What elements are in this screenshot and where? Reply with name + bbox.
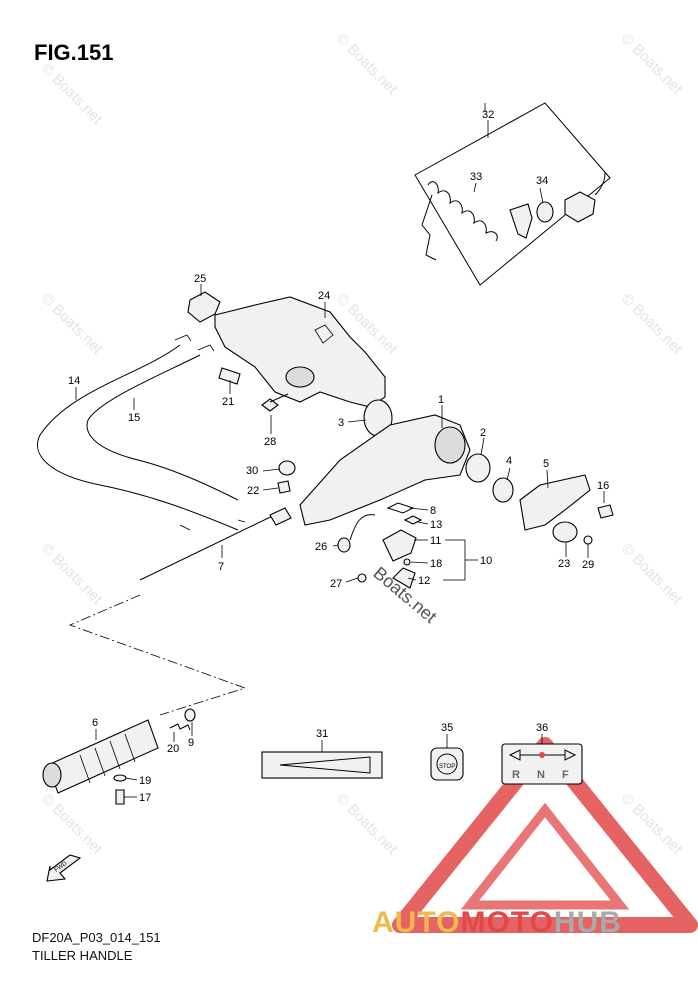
cap-9 — [184, 708, 196, 722]
tiller-bracket-24 — [214, 296, 386, 408]
figure-code: DF20A_P03_014_151 — [32, 930, 161, 945]
callout-29: 29 — [582, 559, 594, 571]
callout-25: 25 — [194, 273, 206, 285]
bracket-25 — [187, 291, 221, 323]
bushing-4 — [492, 477, 514, 503]
callout-4: 4 — [506, 455, 512, 467]
callout-16: 16 — [597, 480, 609, 492]
callout-27: 27 — [330, 578, 342, 590]
callout-28: 28 — [264, 436, 276, 448]
callout-36: 36 — [536, 722, 548, 734]
screw-29 — [583, 535, 593, 545]
pin-21 — [218, 367, 241, 385]
callout-17: 17 — [139, 792, 151, 804]
brand-logo-triangle — [392, 737, 698, 933]
plug-30 — [278, 460, 296, 476]
lanyard-coil-33 — [421, 181, 533, 261]
screw-27 — [357, 573, 367, 583]
throttle-cables — [37, 334, 246, 531]
callout-34: 34 — [536, 175, 548, 187]
shift-letter-n: N — [537, 769, 545, 781]
tiller-arm-1 — [299, 414, 471, 526]
screw-18 — [403, 558, 411, 566]
clip-22 — [277, 480, 291, 494]
callout-11: 11 — [430, 535, 441, 547]
washer-19 — [113, 774, 127, 782]
callout-21: 21 — [222, 396, 234, 408]
throttle-shaft-7 — [139, 507, 292, 581]
callout-32: 32 — [482, 109, 494, 121]
cam-23 — [552, 521, 578, 543]
callout-9: 9 — [188, 737, 194, 749]
callout-20: 20 — [167, 743, 179, 755]
callout-8: 8 — [430, 505, 436, 517]
callout-30: 30 — [246, 465, 258, 477]
screw-17 — [115, 789, 125, 805]
brand-part-moto: MOTO — [460, 906, 554, 939]
throttle-grip-6 — [42, 719, 159, 794]
grommet-26 — [337, 514, 376, 553]
callout-18: 18 — [430, 558, 442, 570]
washer-2 — [465, 453, 491, 483]
stop-text: STOP — [439, 764, 455, 770]
brand-part-hub: HUB — [553, 906, 622, 939]
spring-8 — [386, 502, 415, 514]
callout-labels: 32 33 34 25 24 14 15 21 28 3 1 2 4 5 16 … — [68, 109, 609, 804]
callout-26: 26 — [315, 541, 327, 553]
brand-part-auto: AUTO — [372, 906, 461, 939]
callout-3: 3 — [338, 417, 344, 429]
figure-title: FIG.151 — [34, 40, 114, 65]
assembly-leader — [68, 594, 247, 716]
switch-12 — [392, 567, 416, 589]
brand-wordmark: AUTOMOTOHUB — [372, 906, 622, 940]
decal-31 — [261, 751, 383, 779]
spring-20 — [169, 723, 191, 731]
bolt-28 — [261, 393, 289, 412]
callout-10: 10 — [480, 555, 492, 567]
callout-15: 15 — [128, 412, 140, 424]
callout-35: 35 — [441, 722, 453, 734]
fwd-arrow-icon — [46, 854, 82, 882]
callout-13: 13 — [430, 519, 442, 531]
shift-lever-5 — [519, 474, 591, 531]
shift-letter-r: R — [512, 769, 520, 781]
callout-6: 6 — [92, 717, 98, 729]
callout-23: 23 — [558, 558, 570, 570]
callout-2: 2 — [480, 427, 486, 439]
callout-5: 5 — [543, 458, 549, 470]
shift-letter-f: F — [562, 769, 569, 781]
figure-caption: TILLER HANDLE — [32, 948, 133, 963]
callout-31: 31 — [316, 728, 328, 740]
callout-1: 1 — [438, 394, 444, 406]
nut-13 — [403, 515, 423, 525]
callout-14: 14 — [68, 375, 80, 387]
switch-11 — [382, 529, 417, 562]
callout-24: 24 — [318, 290, 330, 302]
bolt-16 — [597, 504, 614, 519]
callout-12: 12 — [418, 575, 430, 587]
kit-box-32 — [414, 102, 611, 286]
callout-22: 22 — [247, 485, 259, 497]
callout-19: 19 — [139, 775, 151, 787]
stop-switch-34 — [536, 172, 606, 223]
callout-7: 7 — [218, 561, 224, 573]
leader-lines — [75, 103, 605, 798]
callout-33: 33 — [470, 171, 482, 183]
